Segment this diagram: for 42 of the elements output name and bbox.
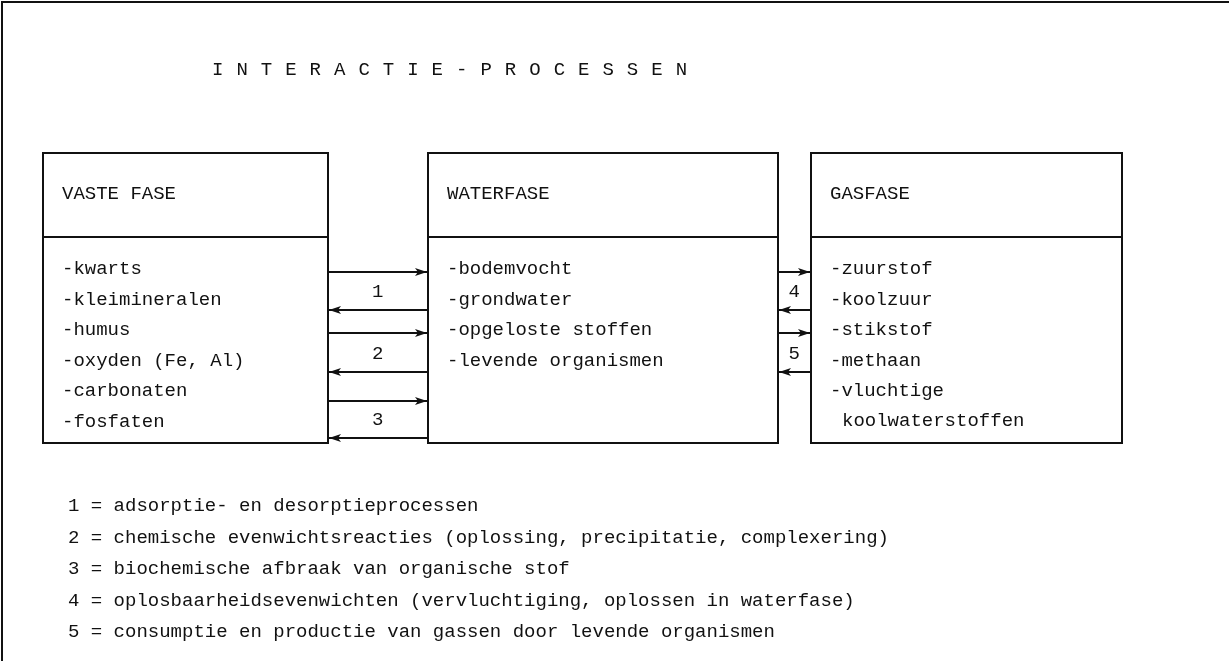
arrow [328, 434, 428, 442]
list-item: -kwarts [62, 257, 143, 282]
list-item: -kleimineralen [62, 287, 223, 313]
arrow [328, 397, 428, 405]
list-item: -stikstof [830, 318, 934, 343]
arrow [328, 306, 428, 314]
legend-note: 5 = consumptie en productie van gassen door levende organismen [68, 620, 775, 644]
edge-label: 5 [788, 342, 800, 366]
diagram-title: INTERACTIE-PROCESSEN [212, 58, 701, 82]
edge-label: 2 [372, 342, 384, 366]
list-item: -levende organismen [447, 348, 665, 374]
arrow [778, 306, 811, 314]
legend-note: 2 = chemische evenwichtsreacties (oplossing, precipitatie, complexering) [68, 525, 889, 550]
edge-label: 1 [372, 280, 384, 304]
list-item: -vluchtige koolwaterstoffen [830, 379, 1026, 434]
list-item: -zuurstof [830, 257, 934, 282]
box-heading: WATERFASE [447, 182, 550, 206]
arrow [328, 268, 428, 276]
list-item: -bodemvocht [447, 257, 574, 282]
arrow [328, 368, 428, 376]
list-item: -methaan [830, 348, 923, 374]
arrow [778, 268, 811, 276]
phase-box [42, 152, 329, 444]
phase-box [427, 152, 779, 444]
box-heading: VASTE FASE [62, 182, 177, 206]
legend-note: 1 = adsorptie- en desorptieprocessen [68, 494, 479, 518]
list-item: -oxyden (Fe, Al) [62, 348, 246, 374]
arrow [328, 329, 428, 337]
phase-box [810, 152, 1123, 444]
box-heading: GASFASE [830, 182, 910, 206]
list-item: -koolzuur [830, 287, 934, 313]
legend-note: 4 = oplosbaarheidsevenwichten (vervluchtiging, oplossen in waterfase) [68, 588, 855, 613]
list-item: -grondwater [447, 287, 574, 313]
edge-label: 4 [788, 280, 800, 304]
list-item: -humus [62, 318, 132, 343]
edge-label: 3 [372, 408, 384, 432]
list-item: -fosfaten [62, 409, 166, 435]
arrow [778, 368, 811, 376]
list-item: -carbonaten [62, 379, 189, 404]
arrow [778, 329, 811, 337]
list-item: -opgeloste stoffen [447, 318, 654, 343]
legend-note: 3 = biochemische afbraak van organische stof [68, 557, 570, 581]
